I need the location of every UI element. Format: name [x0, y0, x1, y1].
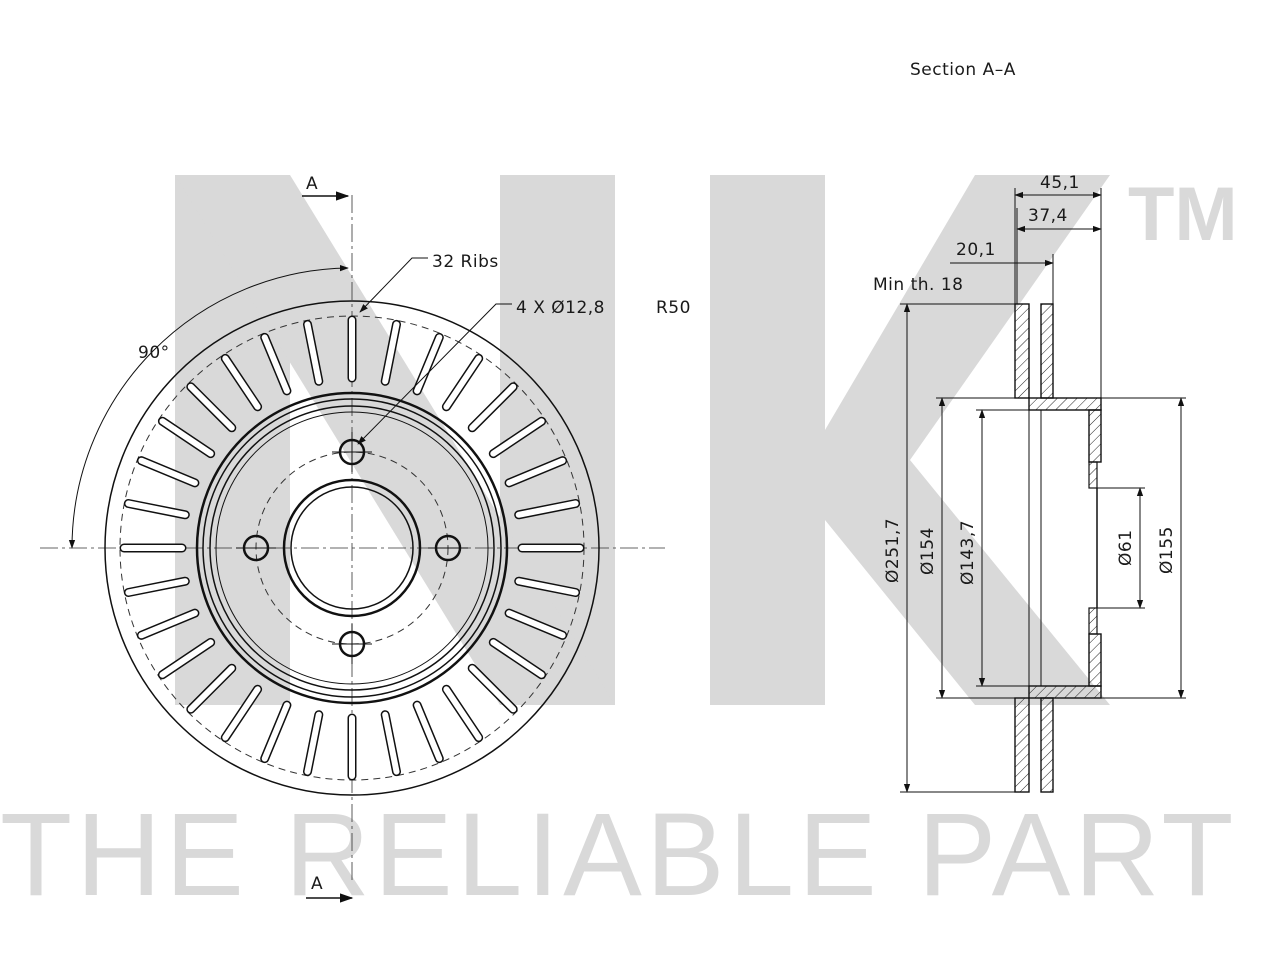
- ribs-leader: [359, 257, 428, 313]
- dia-143-label: Ø143,7: [958, 520, 978, 585]
- rib-fill: [382, 321, 400, 385]
- section-mark-top: A: [306, 174, 318, 194]
- friction-ring-right-top: [1040, 303, 1054, 399]
- rib-fill: [515, 578, 579, 596]
- angle-label: 90°: [138, 343, 170, 363]
- dim-total-width: 45,1: [1040, 173, 1080, 193]
- min-thickness: Min th. 18: [873, 275, 963, 295]
- hat-wall-top: [1088, 409, 1102, 463]
- dim-hat-width: 37,4: [1028, 206, 1068, 226]
- rib-fill: [304, 711, 322, 775]
- rib-fill: [187, 665, 235, 713]
- front-view: A A 90° 32 Ribs 4 X Ø12,8 R50: [40, 174, 691, 903]
- trademark-text: TM: [1128, 172, 1238, 257]
- section-view: Section A–A 45,1 37,4 20,1 Min th. 18: [873, 60, 1186, 793]
- hat-flange-bottom: [1028, 685, 1102, 699]
- friction-ring-right-bottom: [1040, 697, 1054, 793]
- hat-flange-top: [1028, 397, 1102, 411]
- hat-wall-bottom: [1088, 633, 1102, 687]
- dim-thickness: 20,1: [956, 240, 996, 260]
- rib-fill: [490, 418, 545, 457]
- rib-fill: [125, 578, 189, 596]
- rib-fill: [414, 702, 443, 762]
- rib-fill: [222, 686, 261, 741]
- rib-fill: [515, 500, 579, 518]
- pcd-label: R50: [656, 298, 691, 318]
- ribs-label: 32 Ribs: [432, 252, 499, 272]
- tagline-text: THE RELIABLE PART: [0, 789, 1237, 921]
- rib-fill: [382, 711, 400, 775]
- rib-fill: [261, 702, 290, 762]
- angle-arc: [68, 264, 349, 549]
- rib-fill: [506, 610, 566, 639]
- rib-fill: [159, 639, 214, 678]
- rib-fill: [490, 639, 545, 678]
- dia-61-label: Ø61: [1116, 529, 1136, 566]
- rib-fill: [443, 686, 482, 741]
- dia-154-label: Ø154: [918, 527, 938, 575]
- rib-fill: [469, 383, 517, 431]
- friction-ring-left-top: [1014, 303, 1030, 399]
- section-title: Section A–A: [910, 60, 1016, 80]
- section-mark-bottom: A: [311, 874, 323, 894]
- friction-ring-left-bottom: [1014, 697, 1030, 793]
- holes-label: 4 X Ø12,8: [516, 298, 605, 318]
- rib-fill: [138, 610, 198, 639]
- rib-fill: [506, 457, 566, 486]
- holes-leader: [357, 303, 512, 445]
- rib-fill: [469, 665, 517, 713]
- rib-fill: [414, 334, 443, 394]
- hub-face-top: [1088, 461, 1098, 489]
- dia-outer-label: Ø251,7: [883, 518, 903, 583]
- rib-fill: [443, 355, 482, 410]
- dia-155-label: Ø155: [1157, 526, 1177, 574]
- hub-face-bottom: [1088, 607, 1098, 635]
